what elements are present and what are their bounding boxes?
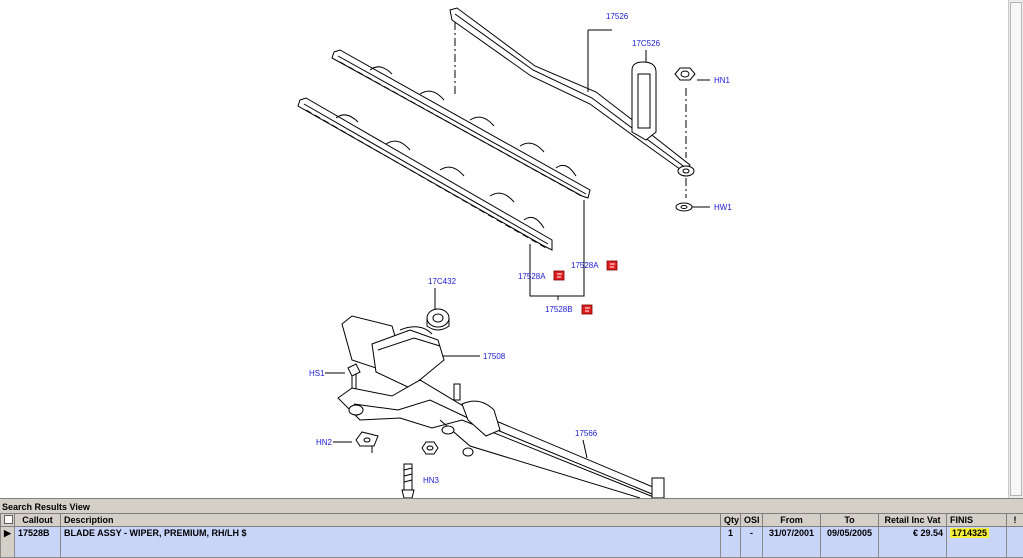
table-row[interactable]: ▶ 17528B BLADE ASSY - WIPER, PREMIUM, RH… <box>1 527 1023 558</box>
exploded-diagram-svg: 17526 17C526 HN1 HW1 17528A 17528A 17528… <box>0 0 1008 498</box>
column-header-osi[interactable]: OSI <box>741 514 763 527</box>
select-all-header[interactable] <box>1 514 15 527</box>
column-header-description[interactable]: Description <box>61 514 721 527</box>
results-grid: Callout Description Qty OSI From To Reta… <box>0 513 1023 558</box>
cell-osi[interactable]: - <box>741 527 763 558</box>
callout-17528a-left[interactable]: 17528A <box>518 272 546 281</box>
callout-hn3[interactable]: HN3 <box>423 476 440 485</box>
cell-from[interactable]: 31/07/2001 <box>763 527 821 558</box>
bushing-17c432 <box>427 309 449 330</box>
row-selector[interactable]: ▶ <box>1 527 15 558</box>
new-part-icon <box>607 261 617 270</box>
cell-callout[interactable]: 17528B <box>15 527 61 558</box>
callout-hn1[interactable]: HN1 <box>714 76 731 85</box>
column-header-from[interactable]: From <box>763 514 821 527</box>
callout-hw1[interactable]: HW1 <box>714 203 732 212</box>
search-results-panel: Search Results View Callout Description … <box>0 498 1023 557</box>
wiper-blade-upper <box>332 50 590 198</box>
nut-hn3 <box>422 442 438 454</box>
scrollbar-thumb[interactable] <box>1010 2 1022 496</box>
wiper-blade-lower <box>298 98 552 250</box>
diagram-vertical-scrollbar[interactable] <box>1008 0 1023 498</box>
grid-header-row: Callout Description Qty OSI From To Reta… <box>1 514 1023 527</box>
column-header-to[interactable]: To <box>821 514 879 527</box>
callout-17528b[interactable]: 17528B <box>545 305 573 314</box>
new-part-icon <box>582 305 592 314</box>
results-panel-title: Search Results View <box>2 502 90 512</box>
callout-17528a-top[interactable]: 17528A <box>571 261 599 270</box>
parts-diagram: 17526 17C526 HN1 HW1 17528A 17528A 17528… <box>0 0 1008 498</box>
column-header-callout[interactable]: Callout <box>15 514 61 527</box>
stud-bolt <box>402 464 414 498</box>
cell-flag[interactable] <box>1007 527 1023 558</box>
callout-17508[interactable]: 17508 <box>483 352 506 361</box>
finis-highlight: 1714325 <box>950 528 989 538</box>
callout-17c432[interactable]: 17C432 <box>428 277 457 286</box>
new-part-icon <box>554 271 564 280</box>
column-header-qty[interactable]: Qty <box>721 514 741 527</box>
nut-hn2 <box>356 432 378 446</box>
callout-17526[interactable]: 17526 <box>606 12 629 21</box>
cell-description[interactable]: BLADE ASSY - WIPER, PREMIUM, RH/LH $ <box>61 527 721 558</box>
callout-hs1[interactable]: HS1 <box>309 369 325 378</box>
nut-hn1 <box>675 68 695 80</box>
cell-qty[interactable]: 1 <box>721 527 741 558</box>
washer-hw1 <box>676 203 692 211</box>
callout-hn2[interactable]: HN2 <box>316 438 333 447</box>
column-header-flag[interactable]: ! <box>1007 514 1023 527</box>
callout-17566[interactable]: 17566 <box>575 429 598 438</box>
select-all-checkbox[interactable] <box>4 515 13 524</box>
callout-17c526[interactable]: 17C526 <box>632 39 661 48</box>
cell-retail[interactable]: € 29.54 <box>879 527 947 558</box>
cell-finis[interactable]: 1714325 <box>947 527 1007 558</box>
row-pointer-icon: ▶ <box>4 528 11 538</box>
wiper-linkage <box>338 380 664 498</box>
wiper-arm <box>450 8 694 176</box>
cell-to[interactable]: 09/05/2005 <box>821 527 879 558</box>
column-header-finis[interactable]: FINIS <box>947 514 1007 527</box>
column-header-retail[interactable]: Retail Inc Vat <box>879 514 947 527</box>
